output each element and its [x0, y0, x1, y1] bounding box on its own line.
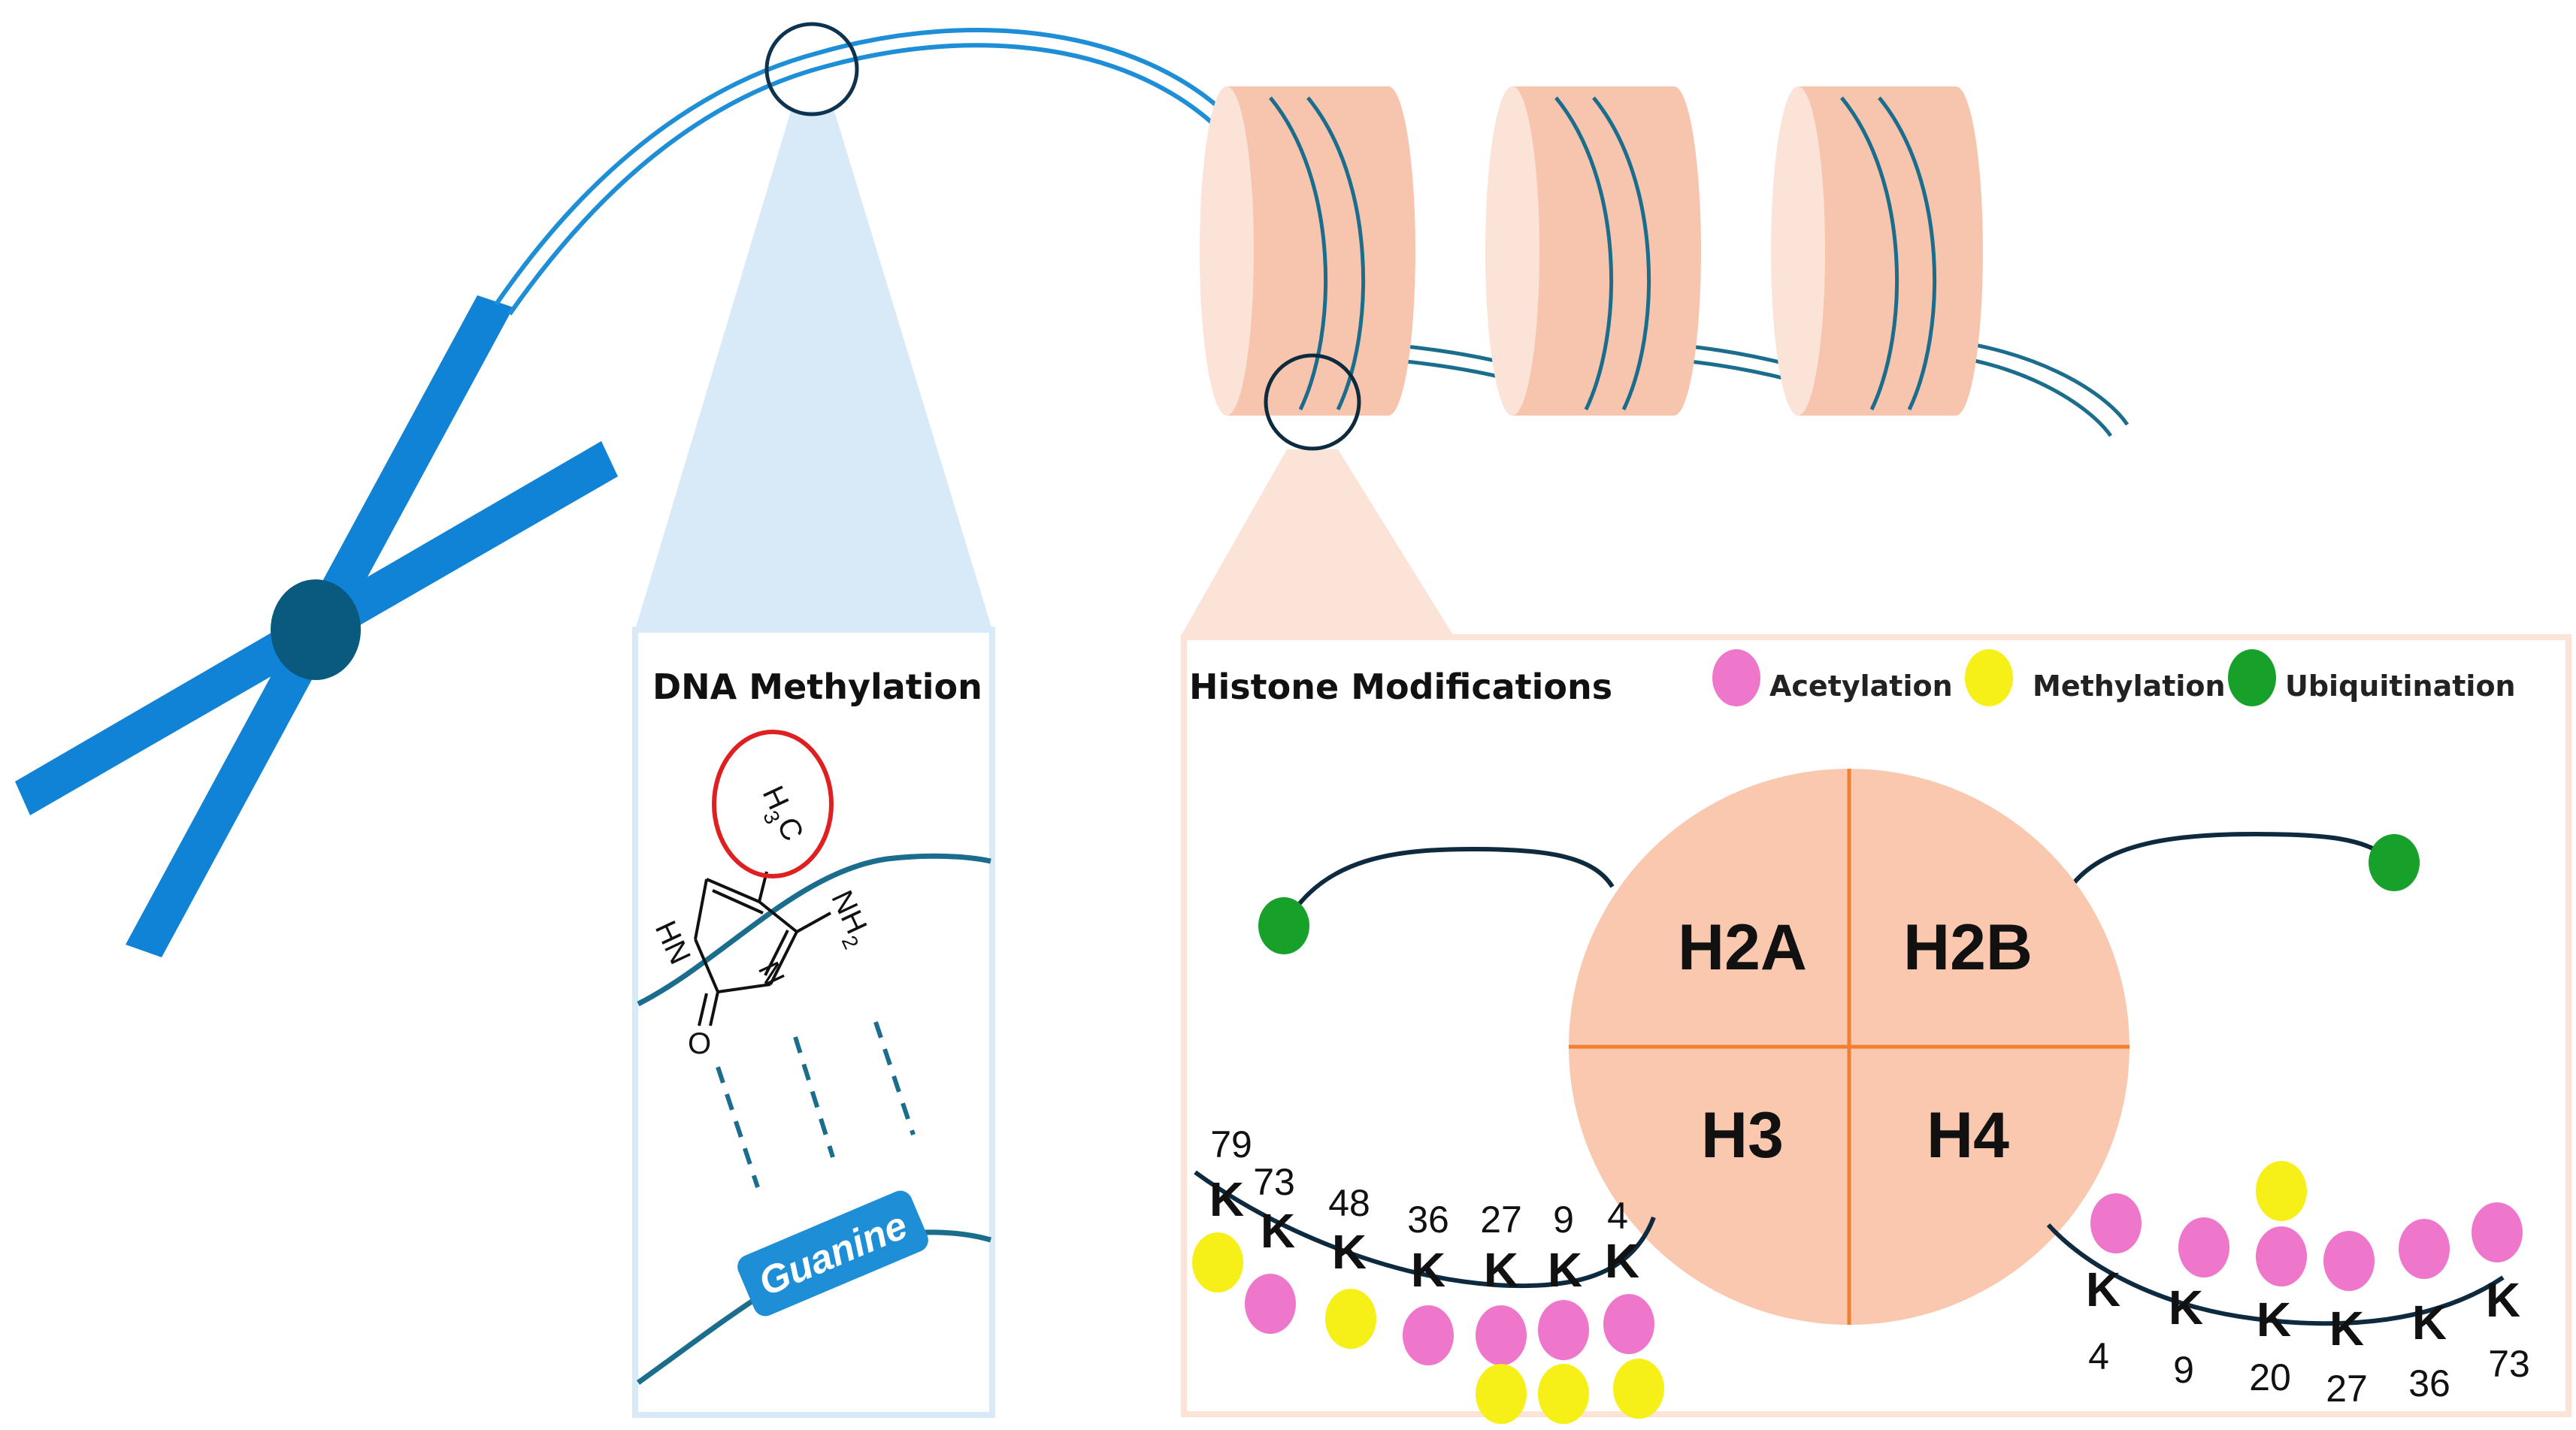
h3-residue-48: 48 [1328, 1182, 1370, 1224]
h3-k4-methylation [1613, 1359, 1664, 1419]
h4-k27-acetylation [2323, 1231, 2375, 1291]
h4-k9-acetylation [2178, 1217, 2229, 1277]
h4-k20-acetylation [2256, 1226, 2307, 1286]
dna-methylation-panel: DNA Methylation H 3 C NH 2 [632, 627, 995, 1418]
h3-residue-9: 9 [1553, 1199, 1574, 1241]
h3-residue-27: 27 [1480, 1199, 1522, 1241]
histone-core: H2A H2B H3 H4 [1569, 769, 2130, 1325]
histone-label-h4: H4 [1927, 1099, 2009, 1172]
histone-zoom-circle [1264, 353, 1361, 451]
h4-lysine-9: K [2169, 1280, 2203, 1335]
legend: Acetylation Methylation Ubiquitination [1712, 649, 2516, 706]
histone-label-h2b: H2B [1903, 912, 2033, 984]
histone-modifications-panel: Histone Modifications Acetylation Methyl… [1181, 634, 2571, 1424]
dna-double-strand [494, 28, 1235, 316]
h3-k9-acetylation [1538, 1300, 1589, 1360]
legend-label-ubiquitination: Ubiquitination [2285, 670, 2516, 703]
nucleosome-linker-strands [1352, 336, 2130, 437]
h4-residue-4: 4 [2088, 1335, 2109, 1377]
legend-swatch-methylation [1965, 649, 2013, 706]
h3-lysine-27: K [1484, 1243, 1518, 1297]
dna-panel-frame [632, 627, 995, 1418]
h2b-ubiquitin [2369, 834, 2420, 891]
h3-k73-acetylation [1245, 1274, 1296, 1334]
legend-label-methylation: Methylation [2033, 670, 2226, 703]
legend-swatch-ubiquitination [2228, 649, 2276, 706]
h4-k73-acetylation [2472, 1202, 2523, 1262]
h2a-ubiquitin [1258, 897, 1309, 954]
carbonyl-o-label: O [688, 1027, 711, 1060]
h3-lysines: 79 K 73 K 48 K 36 K 27 K 9 K 4 K [1209, 1123, 1639, 1297]
h4-residue-36: 36 [2408, 1362, 2450, 1404]
h4-lysine-27: K [2329, 1302, 2364, 1356]
h3-lysine-79: K [1209, 1172, 1244, 1226]
h4-k4-acetylation [2090, 1193, 2142, 1253]
h3-k27-acetylation [1476, 1305, 1527, 1365]
h3-residue-79: 79 [1210, 1123, 1252, 1165]
h4-residue-27: 27 [2326, 1368, 2368, 1410]
histone-label-h2a: H2A [1678, 912, 1807, 984]
h2b-tail [2069, 831, 2393, 888]
nucleosome-1 [1200, 86, 1415, 416]
h4-lysine-73: K [2486, 1273, 2520, 1327]
h4-k20-methylation [2256, 1161, 2307, 1221]
nucleosome-2 [1485, 86, 1701, 416]
legend-label-acetylation: Acetylation [1769, 670, 1953, 703]
h3-lysine-9: K [1548, 1243, 1582, 1297]
legend-swatch-acetylation [1712, 649, 1760, 706]
h3-residue-36: 36 [1407, 1199, 1449, 1241]
h4-lysines: K 4 K 9 K 20 K 27 K 36 K 73 [2086, 1262, 2530, 1410]
h4-tail [2046, 1223, 2505, 1326]
h3-k4-acetylation [1603, 1294, 1654, 1354]
h3-residue-4: 4 [1607, 1195, 1628, 1237]
chromosome [15, 295, 618, 957]
h4-residue-9: 9 [2173, 1349, 2194, 1391]
dna-panel-title: DNA Methylation [652, 667, 982, 707]
h3-k27-methylation [1476, 1364, 1527, 1424]
h3-lysine-73: K [1261, 1204, 1295, 1258]
h4-k36-acetylation [2399, 1219, 2450, 1279]
h3-lysine-4: K [1605, 1234, 1639, 1288]
nucleosome-3 [1771, 86, 1983, 416]
dna-strand-upper [637, 853, 991, 1007]
h3-tail [1194, 1170, 1656, 1289]
dna-zoom-cone [635, 111, 992, 630]
h3-k79-methylation [1192, 1232, 1243, 1292]
h4-lysine-36: K [2412, 1295, 2447, 1350]
h3-k9-methylation [1538, 1364, 1589, 1424]
h4-modification-marks [2090, 1161, 2523, 1291]
histone-panel-title: Histone Modifications [1189, 667, 1612, 707]
h3-lysine-48: K [1332, 1225, 1367, 1279]
h3-k48-methylation [1325, 1289, 1376, 1349]
histone-label-h3: H3 [1701, 1099, 1784, 1172]
dna-zoom-circle [764, 22, 859, 116]
methyl-highlight-circle [712, 730, 834, 878]
h3-residue-73: 73 [1253, 1161, 1295, 1203]
histone-zoom-cone [1180, 449, 1454, 637]
h4-lysine-4: K [2086, 1262, 2120, 1317]
h2a-tail [1283, 846, 1615, 926]
hydrogen-bonds [716, 1021, 916, 1188]
methylcytosine-structure [694, 871, 831, 1026]
h3-k36-acetylation [1403, 1305, 1454, 1365]
h3-modification-marks [1192, 1232, 1664, 1424]
h3-lysine-36: K [1411, 1243, 1445, 1297]
centromere [271, 579, 361, 680]
h4-lysine-20: K [2257, 1292, 2291, 1347]
h4-residue-20: 20 [2249, 1356, 2291, 1398]
h4-residue-73: 73 [2488, 1343, 2530, 1385]
